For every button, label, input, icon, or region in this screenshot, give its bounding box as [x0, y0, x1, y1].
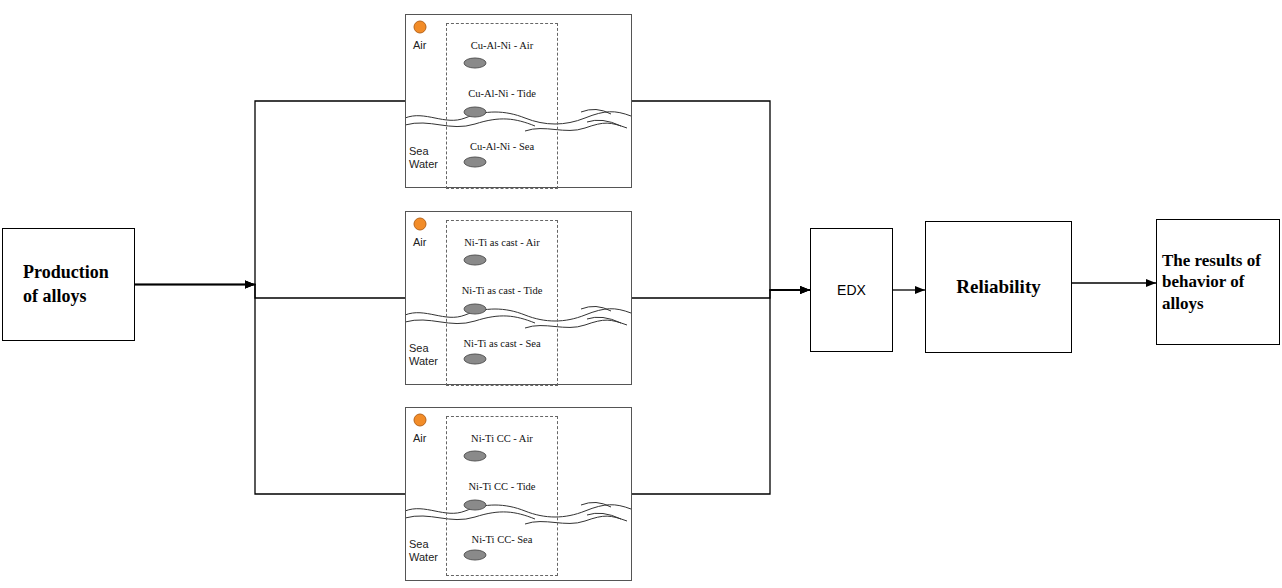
flow-connector [135, 101, 405, 285]
exposure-panel: AirSea WaterCu-Al-Ni - AirCu-Al-Ni - Tid… [405, 14, 632, 188]
process-box: Production of alloys [2, 228, 135, 341]
exposure-panel: AirSea WaterNi-Ti as cast - AirNi-Ti as … [405, 211, 632, 385]
specimen-label: Ni-Ti CC- Sea [447, 534, 557, 546]
specimen-symbol [464, 354, 486, 364]
wave-line [405, 309, 631, 321]
wave-line [405, 512, 535, 520]
environment-illustration [405, 21, 631, 167]
specimen-symbol [464, 255, 486, 265]
wave-line [525, 516, 627, 524]
specimen-symbol [464, 304, 486, 314]
specimen-label: Cu-Al-Ni - Sea [447, 141, 557, 153]
flow-connector [893, 289, 925, 290]
specimen-symbol [464, 157, 486, 167]
specimen-group-box: Cu-Al-Ni - AirCu-Al-Ni - TideCu-Al-Ni - … [446, 23, 558, 189]
box-label: The results of behavior of alloys [1162, 250, 1275, 314]
environment-illustration [405, 218, 631, 364]
specimen-label: Ni-Ti as cast - Sea [447, 338, 557, 350]
specimen-label: Cu-Al-Ni - Tide [447, 88, 557, 100]
sun-symbol [414, 218, 426, 230]
wave-line [405, 505, 631, 517]
sun-symbol [414, 414, 426, 426]
specimen-symbol [464, 550, 486, 560]
flow-connector [632, 290, 810, 494]
arrow-head [245, 281, 255, 289]
specimen-label: Ni-Ti as cast - Air [447, 237, 557, 249]
specimen-symbol [464, 500, 486, 510]
specimen-symbol [464, 58, 486, 68]
box-label: Reliability [932, 276, 1065, 299]
wave-line [405, 316, 535, 324]
specimen-label: Cu-Al-Ni - Air [447, 40, 557, 52]
process-box: EDX [810, 228, 893, 352]
specimen-group-box: Ni-Ti CC - AirNi-Ti CC - TideNi-Ti CC- S… [446, 416, 558, 576]
specimen-label: Ni-Ti CC - Tide [447, 481, 557, 493]
environment-label: Air [413, 39, 426, 52]
box-label: Production of alloys [23, 261, 126, 308]
flow-connector [632, 101, 810, 290]
environment-label: Air [413, 432, 426, 445]
wave-swirl [581, 502, 621, 519]
process-box: The results of behavior of alloys [1156, 219, 1280, 345]
arrow-head [245, 281, 255, 289]
flow-connector [135, 285, 405, 299]
box-label: EDX [817, 282, 886, 299]
specimen-label: Ni-Ti CC - Air [447, 433, 557, 445]
exposure-panel: AirSea WaterNi-Ti CC - AirNi-Ti CC - Tid… [405, 407, 632, 581]
specimen-group-box: Ni-Ti as cast - AirNi-Ti as cast - TideN… [446, 220, 558, 386]
environment-illustration [405, 414, 631, 560]
environment-label: Sea Water [409, 342, 445, 367]
flow-connector [632, 290, 810, 298]
sun-symbol [414, 21, 426, 33]
environment-label: Air [413, 236, 426, 249]
specimen-symbol [464, 451, 486, 461]
environment-label: Sea Water [409, 145, 445, 170]
flow-connector [1072, 282, 1156, 283]
wave-line [525, 320, 627, 328]
wave-line [405, 112, 631, 124]
specimen-symbol [464, 107, 486, 117]
wave-swirl [581, 109, 621, 126]
wave-line [525, 123, 627, 131]
environment-label: Sea Water [409, 538, 445, 563]
specimen-label: Ni-Ti as cast - Tide [447, 285, 557, 297]
wave-swirl [581, 306, 621, 323]
arrow-head [245, 281, 255, 289]
process-box: Reliability [925, 221, 1072, 353]
wave-line [405, 119, 535, 127]
flow-connector [135, 285, 405, 495]
